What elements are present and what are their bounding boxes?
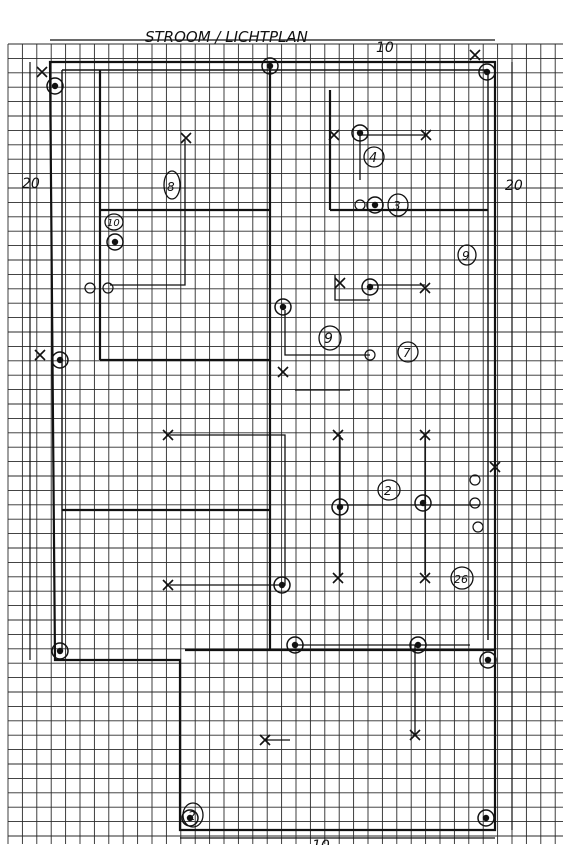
dimension-right: 20 (505, 178, 523, 194)
light-fixture-icon (46, 77, 64, 95)
switch-icon (36, 66, 48, 78)
circuit-label: 2 (384, 484, 392, 498)
dimension-lines (29, 39, 513, 839)
light-fixture-icon (261, 57, 279, 75)
light-fixture-center (56, 647, 64, 655)
light-fixture-center (366, 283, 374, 291)
light-fixtures (46, 57, 497, 827)
circuit-label: 9 (324, 331, 333, 347)
light-fixture-center (56, 356, 64, 364)
switch-icon (332, 429, 344, 441)
outlet-icon (102, 282, 114, 294)
light-fixture-center (111, 238, 119, 246)
circuit-label: 26 (454, 573, 468, 586)
dimension-bottom: 10 (312, 838, 330, 845)
interior-wall (62, 90, 488, 652)
switch-icon (332, 572, 344, 584)
light-fixture-icon (106, 233, 124, 251)
plan-title: STROOM / LICHTPLAN (145, 28, 308, 46)
outlet-icon (354, 199, 366, 211)
light-fixture-icon (477, 809, 495, 827)
switch-icon (409, 729, 421, 741)
switch-icon (162, 429, 174, 441)
switch-icon (334, 277, 346, 289)
light-fixture-center (278, 581, 286, 589)
switch-icon (419, 572, 431, 584)
outlet-icon (469, 474, 481, 486)
switch-icon (259, 734, 271, 746)
light-fixture-center (419, 499, 427, 507)
light-fixture-center (482, 814, 490, 822)
circuit-labels (104, 146, 477, 828)
outlet-icon (364, 349, 376, 361)
light-fixture-icon (366, 196, 384, 214)
light-fixture-center (336, 503, 344, 511)
outer-wall (48, 60, 497, 832)
switch-icon (328, 129, 340, 141)
switch-icon (489, 461, 501, 473)
light-fixture-icon (286, 636, 304, 654)
circuit-label: 3 (393, 199, 401, 213)
light-fixture-icon (361, 278, 379, 296)
light-fixture-center (51, 82, 59, 90)
circuit-label: 8 (167, 180, 175, 194)
circuit-label: 7 (403, 346, 411, 360)
circuit-label: 2 (188, 809, 196, 823)
outlet-icon (469, 497, 481, 509)
switch-icon (180, 132, 192, 144)
outlet-icon (472, 521, 484, 533)
light-fixture-icon (274, 298, 292, 316)
switch-icon (34, 349, 46, 361)
dimension-top: 10 (376, 40, 394, 56)
walls (48, 60, 497, 832)
light-fixture-center (356, 129, 364, 137)
light-fixture-center (186, 814, 194, 822)
light-fixture-icon (51, 351, 69, 369)
light-fixture-icon (51, 642, 69, 660)
circuit-label-texts: 8 4 3 10 9 9 7 2 26 2 (107, 151, 470, 823)
light-fixture-icon (273, 576, 291, 594)
interior-wall (98, 62, 495, 652)
dimension-left: 20 (22, 176, 40, 192)
light-fixture-center (483, 68, 491, 76)
light-fixture-icon (414, 494, 432, 512)
light-fixture-center (484, 656, 492, 664)
light-fixture-center (279, 303, 287, 311)
switch-icon (277, 366, 289, 378)
circuit-label: 4 (369, 151, 377, 166)
light-fixture-center (414, 641, 422, 649)
light-fixture-center (266, 62, 274, 70)
circuit-label: 9 (462, 249, 470, 263)
switches (34, 49, 501, 746)
light-fixture-icon (331, 498, 349, 516)
light-fixture-icon (478, 63, 496, 81)
switch-icon (162, 579, 174, 591)
circuit-label: 10 (107, 218, 120, 229)
light-fixture-icon (409, 636, 427, 654)
outlets (84, 199, 484, 533)
switch-icon (419, 282, 431, 294)
outlet-icon (84, 282, 96, 294)
switch-icon (419, 429, 431, 441)
light-fixture-center (371, 201, 379, 209)
light-fixture-icon (351, 124, 369, 142)
light-fixture-icon (479, 651, 497, 669)
light-fixture-center (291, 641, 299, 649)
switch-icon (469, 49, 481, 61)
switch-icon (420, 129, 432, 141)
